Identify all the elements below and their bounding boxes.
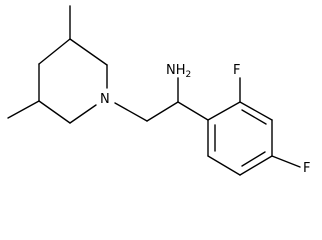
- atom-label-f-para: F: [303, 161, 310, 176]
- piperidine-ring: [38, 38, 108, 124]
- bond-c5-c6: [38, 100, 71, 124]
- ring-double-bond-a: [241, 109, 267, 125]
- bond-n1-ch2: [114, 102, 148, 122]
- methyl-groups: [7, 5, 71, 119]
- atom-labels: N NH2 F F: [100, 63, 310, 176]
- ring-bond-4: [239, 155, 273, 176]
- ring-bond-5: [207, 155, 241, 176]
- methyl-bond-c5: [7, 100, 40, 119]
- atom-label-f-ortho: F: [233, 63, 240, 78]
- fluorine-bonds: [239, 77, 301, 168]
- ring-bond-1: [207, 101, 241, 121]
- bond-ch2-ch: [146, 101, 179, 122]
- atom-label-n1: N: [100, 92, 110, 107]
- benzene-ring: [207, 101, 273, 176]
- bond-f-para: [271, 155, 301, 168]
- bond-c6-n1: [69, 104, 97, 124]
- molecule-structure: N NH2 F F: [7, 5, 310, 176]
- bond-ch-aryl: [177, 101, 209, 121]
- atom-label-nh2: NH2: [166, 63, 191, 80]
- ring-double-bond-b: [241, 151, 266, 167]
- linker-chain: [114, 77, 209, 122]
- bond-c3-c4: [38, 38, 71, 65]
- bond-c2-c3: [69, 38, 108, 66]
- ring-bond-2: [239, 101, 273, 121]
